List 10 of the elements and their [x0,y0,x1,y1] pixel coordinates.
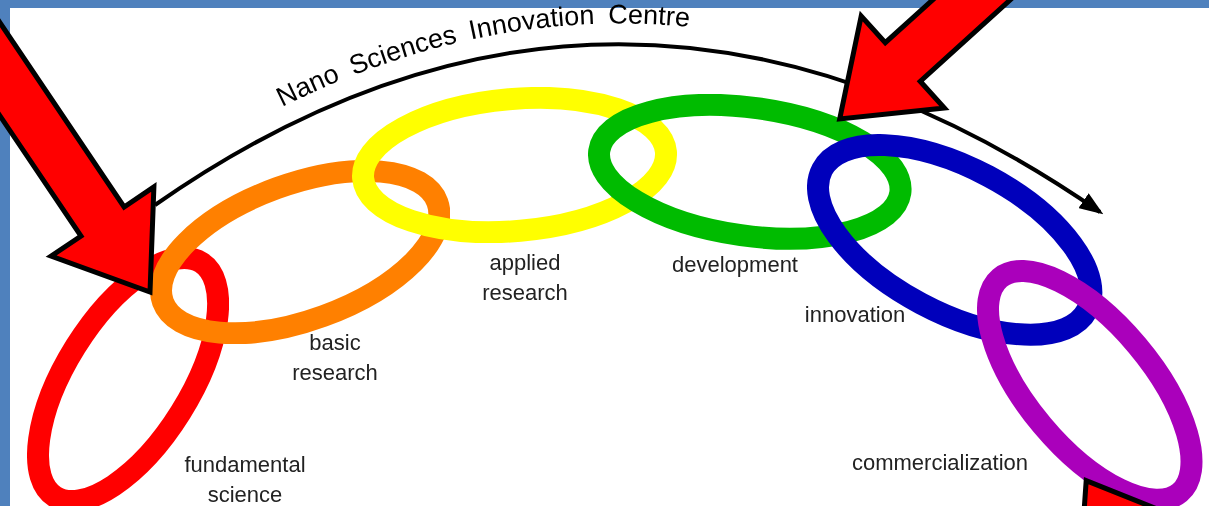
stage-caption: development [671,251,799,279]
stage-caption: applied research [481,249,569,307]
chain-link-ring [588,94,912,250]
stage-caption: basic research [291,329,379,387]
stage-caption: fundamental science [183,451,307,506]
stage-caption: innovation [803,301,907,329]
arc-label: Nano Sciences Innovation Centre [271,0,692,113]
chain-link-ring [352,86,678,244]
chain-link-ring [807,134,1103,346]
stage-caption: commercialization [850,449,1030,477]
